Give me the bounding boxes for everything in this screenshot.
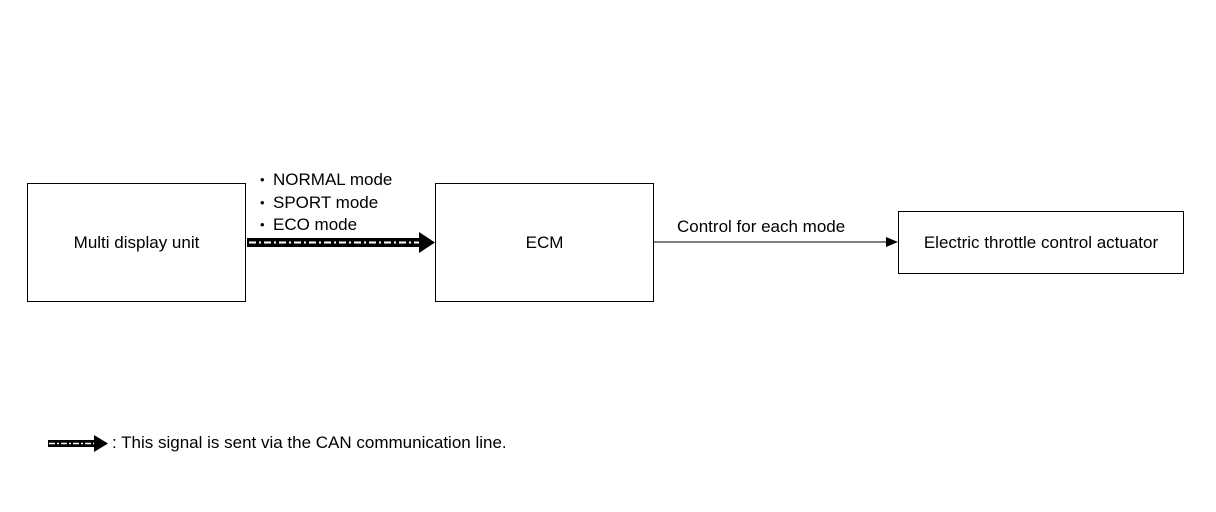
multi-display-unit-label: Multi display unit <box>73 232 200 252</box>
control-edge-label: Control for each mode <box>677 217 846 236</box>
legend: : This signal is sent via the CAN commun… <box>48 432 507 454</box>
throttle-actuator-label: Electric throttle control actuator <box>923 232 1159 252</box>
mode-item-eco: ECO mode <box>260 214 392 237</box>
throttle-actuator-block: Electric throttle control actuator <box>898 211 1184 274</box>
ecm-label: ECM <box>525 232 564 252</box>
legend-text: : This signal is sent via the CAN commun… <box>112 433 507 452</box>
can-line-legend-icon <box>48 435 108 452</box>
ecm-block: ECM <box>435 183 654 302</box>
can-signal-arrow <box>247 232 435 253</box>
multi-display-unit-block: Multi display unit <box>27 183 246 302</box>
mode-item-sport: SPORT mode <box>260 192 392 215</box>
can-signal-mode-list: NORMAL mode SPORT mode ECO mode <box>260 169 392 237</box>
mode-item-normal: NORMAL mode <box>260 169 392 192</box>
control-signal-arrow <box>654 237 898 247</box>
